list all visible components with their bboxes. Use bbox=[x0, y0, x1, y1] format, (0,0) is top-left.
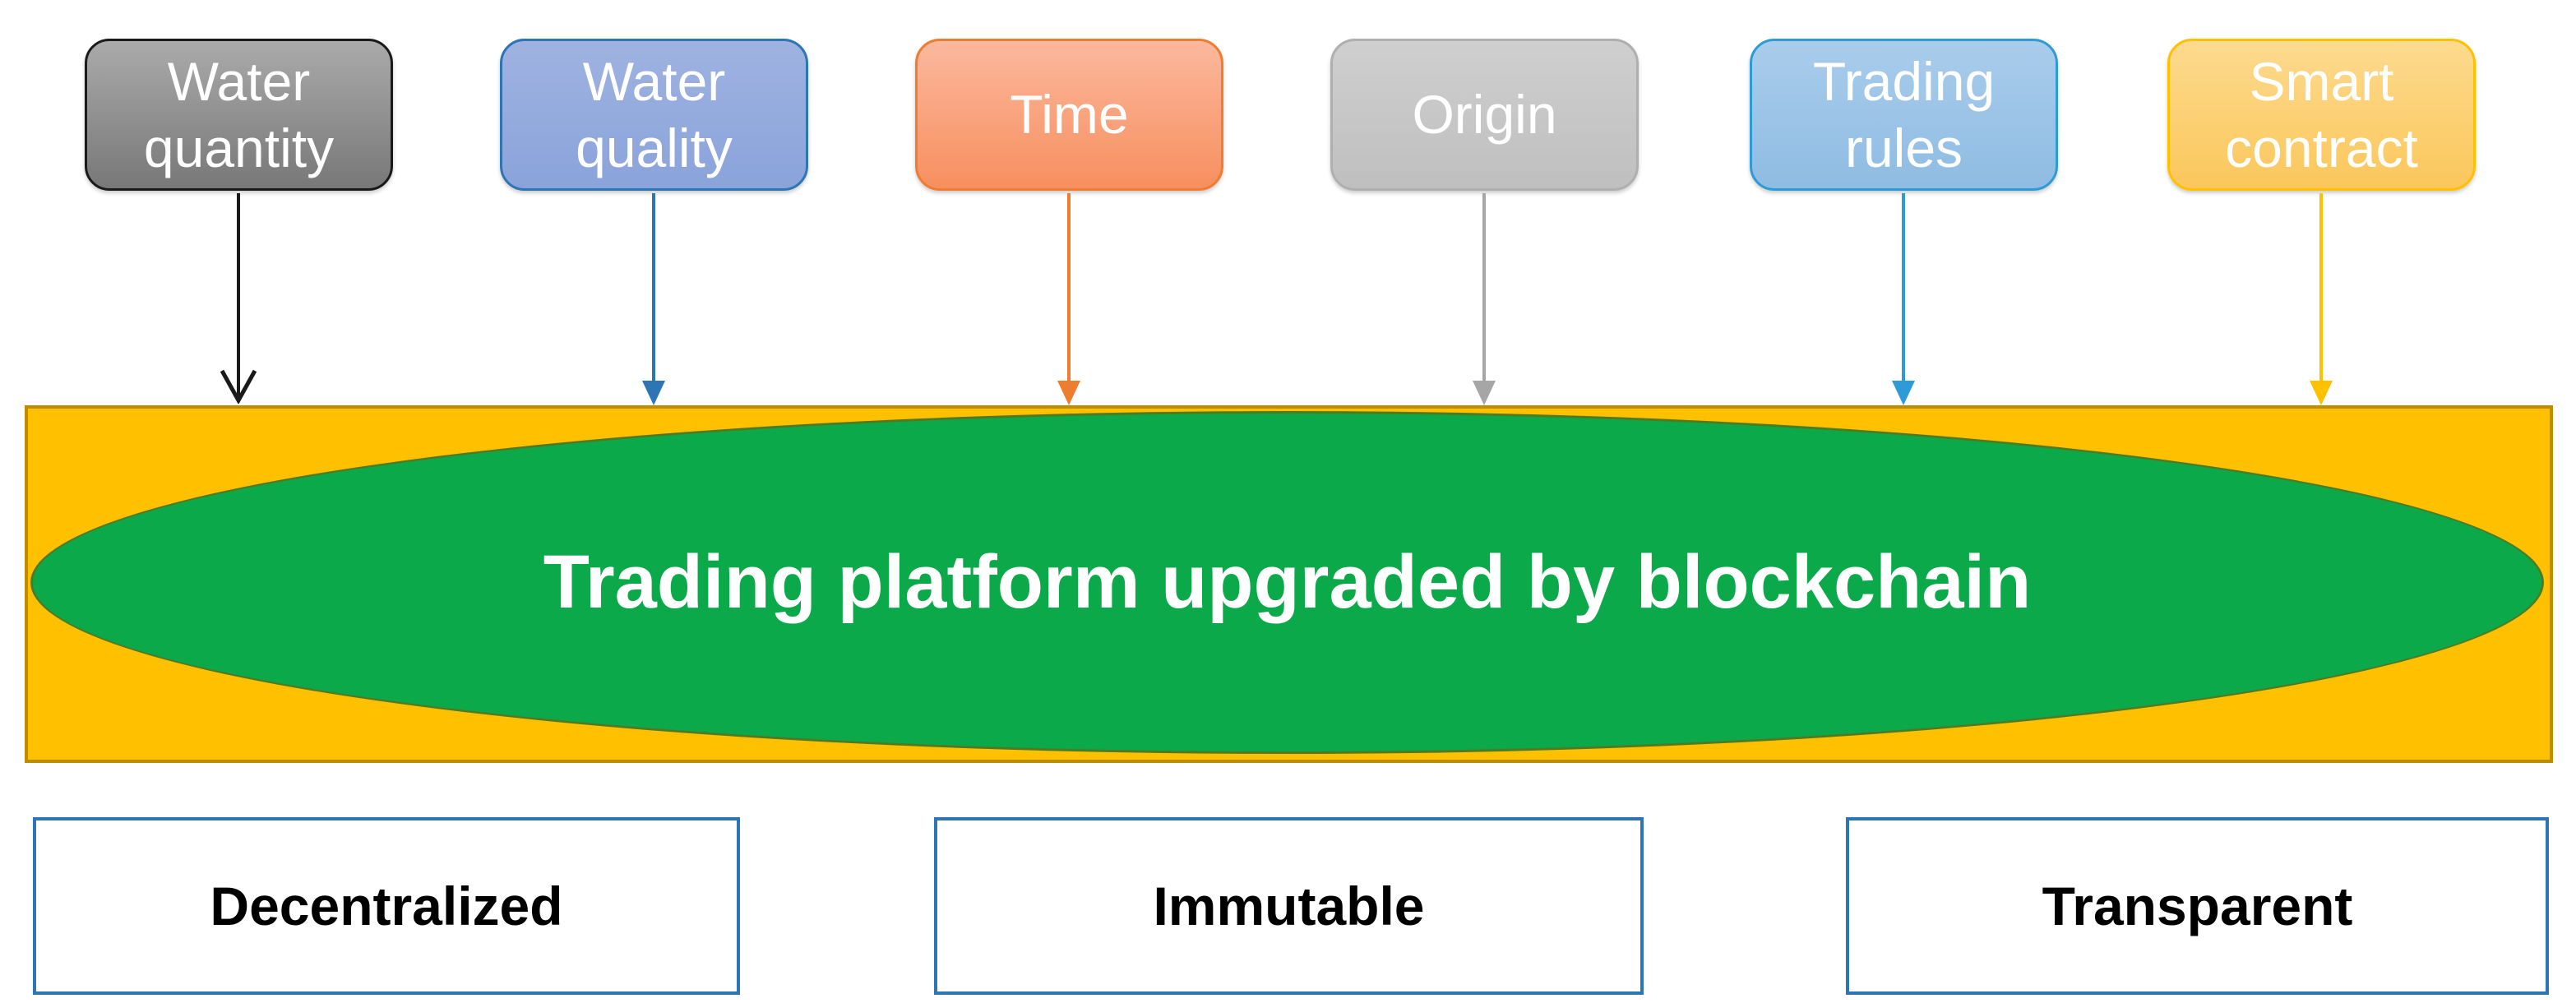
platform-title: Trading platform upgraded by blockchain bbox=[543, 540, 2032, 624]
property-label: Immutable bbox=[1153, 876, 1425, 936]
input-box-smart-contract: Smart contract bbox=[2167, 39, 2476, 191]
property-label: Decentralized bbox=[210, 876, 563, 936]
arrow-water-quality bbox=[652, 193, 655, 381]
input-box-trading-rules: Trading rules bbox=[1750, 39, 2058, 191]
down-arrow-icon bbox=[1057, 381, 1080, 405]
open-arrowhead bbox=[220, 369, 257, 404]
down-arrow-icon bbox=[1892, 381, 1915, 405]
arrow-time bbox=[1067, 193, 1071, 381]
input-box-water-quality: Water quality bbox=[500, 39, 808, 191]
arrow-origin bbox=[1482, 193, 1486, 381]
input-box-label: Trading rules bbox=[1812, 50, 1996, 178]
property-label: Transparent bbox=[2042, 876, 2353, 936]
input-box-label: Smart contract bbox=[2225, 50, 2418, 178]
platform-ellipse: Trading platform upgraded by blockchain bbox=[30, 411, 2544, 754]
property-box-transparent: Transparent bbox=[1846, 817, 2549, 995]
down-arrow-icon bbox=[2310, 381, 2333, 405]
arrow-smart-contract bbox=[2319, 193, 2323, 381]
input-box-label: Time bbox=[1010, 84, 1129, 146]
input-box-water-quantity: Water quantity bbox=[85, 39, 393, 191]
input-box-label: Origin bbox=[1412, 84, 1557, 146]
down-arrow-icon bbox=[642, 381, 665, 405]
down-arrow-icon bbox=[220, 369, 257, 404]
input-box-label: Water quantity bbox=[143, 50, 335, 178]
platform-band: Trading platform upgraded by blockchain bbox=[25, 405, 2553, 763]
input-box-label: Water quality bbox=[576, 50, 733, 178]
property-box-decentralized: Decentralized bbox=[33, 817, 740, 995]
input-box-origin: Origin bbox=[1330, 39, 1639, 191]
arrow-water-quantity bbox=[237, 193, 240, 402]
down-arrow-icon bbox=[1473, 381, 1496, 405]
arrow-trading-rules bbox=[1902, 193, 1905, 381]
input-box-time: Time bbox=[915, 39, 1223, 191]
property-box-immutable: Immutable bbox=[934, 817, 1644, 995]
